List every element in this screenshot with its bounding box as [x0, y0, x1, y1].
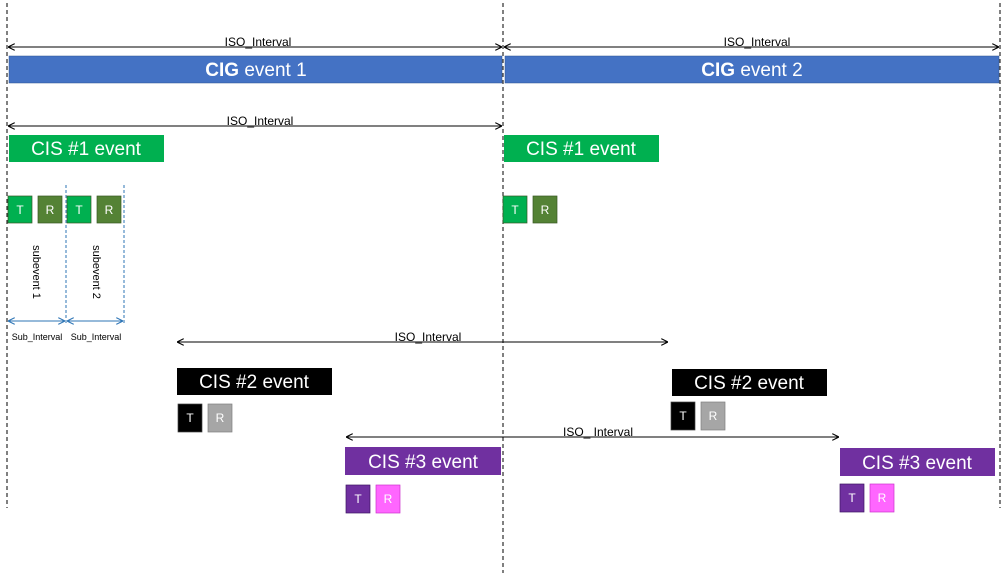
cis2-e1-tx-packet: [177, 403, 203, 433]
cis2-e1-rx-packet-label: R: [216, 411, 225, 425]
cis1-e2-tx-packet: [502, 195, 528, 224]
cig-event-1-label: CIG event 1: [205, 60, 306, 81]
cis2-e2-tx-packet: [670, 401, 696, 431]
cis1-e1-rx-packet-2: [96, 195, 122, 224]
cis2-iso-interval-label: ISO_Interval: [395, 330, 462, 344]
cis2-e2-rx-packet-label: R: [709, 409, 718, 423]
sub-interval-1-label: Sub_Interval: [12, 332, 63, 342]
cis3-e2-tx-packet: [839, 483, 865, 513]
cig1-iso-interval-label: ISO_Interval: [225, 35, 292, 49]
cis3-event-1-label: CIS #3 event: [368, 452, 479, 473]
cis1-event-2-label: CIS #1 event: [526, 139, 637, 160]
cig-event-1-bar: [8, 55, 503, 84]
cis2-e1-tx-packet-label: T: [186, 411, 194, 425]
cig-event-2-label: CIG event 2: [701, 60, 802, 81]
cis3-e2-rx-packet: [869, 483, 895, 513]
subevent-1-label: subevent 1: [30, 245, 42, 299]
cis1-event-2-box: [504, 135, 659, 162]
cis2-event-2-box: [672, 369, 827, 396]
cig-event-2-bar: [504, 55, 1000, 84]
cis3-iso-interval-label: ISO_ Interval: [563, 425, 633, 439]
cig2-iso-interval-label: ISO_Interval: [724, 35, 791, 49]
cis1-e2-rx-packet: [532, 195, 558, 224]
cis1-e1-tx-packet-2: [66, 195, 92, 224]
cis1-e1-tx-packet-1: [7, 195, 33, 224]
cis3-e1-rx-packet-label: R: [384, 492, 393, 506]
cis2-event-1-label: CIS #2 event: [199, 372, 310, 393]
cis1-e1-rx-packet-1: [37, 195, 63, 224]
cis2-event-1-box: [177, 368, 332, 395]
cis2-e1-rx-packet: [207, 403, 233, 433]
cis3-e1-tx-packet: [345, 484, 371, 514]
cis3-event-2-box: [840, 448, 995, 476]
cis2-event-2-label: CIS #2 event: [694, 373, 805, 394]
cis3-e1-rx-packet: [375, 484, 401, 514]
cis3-event-2-label: CIS #3 event: [862, 453, 973, 474]
cis1-e1-tx-packet-1-label: T: [16, 203, 24, 217]
cis3-e1-tx-packet-label: T: [354, 492, 362, 506]
cis1-iso-interval-label: ISO_Interval: [227, 114, 294, 128]
cis1-e1-rx-packet-2-label: R: [105, 203, 114, 217]
cis1-e2-tx-packet-label: T: [511, 203, 519, 217]
cis1-e2-rx-packet-label: R: [541, 203, 550, 217]
cis1-e1-rx-packet-1-label: R: [46, 203, 55, 217]
cis1-e1-tx-packet-2-label: T: [75, 203, 83, 217]
cis3-e2-tx-packet-label: T: [848, 491, 856, 505]
cis1-event-1-box: [9, 135, 164, 162]
sub-interval-2-label: Sub_Interval: [71, 332, 122, 342]
subevent-2-label: subevent 2: [90, 245, 102, 299]
cis1-event-1-label: CIS #1 event: [31, 139, 142, 160]
cis3-e2-rx-packet-label: R: [878, 491, 887, 505]
cis2-e2-rx-packet: [700, 401, 726, 431]
cis2-e2-tx-packet-label: T: [679, 409, 687, 423]
cis3-event-1-box: [345, 447, 501, 475]
